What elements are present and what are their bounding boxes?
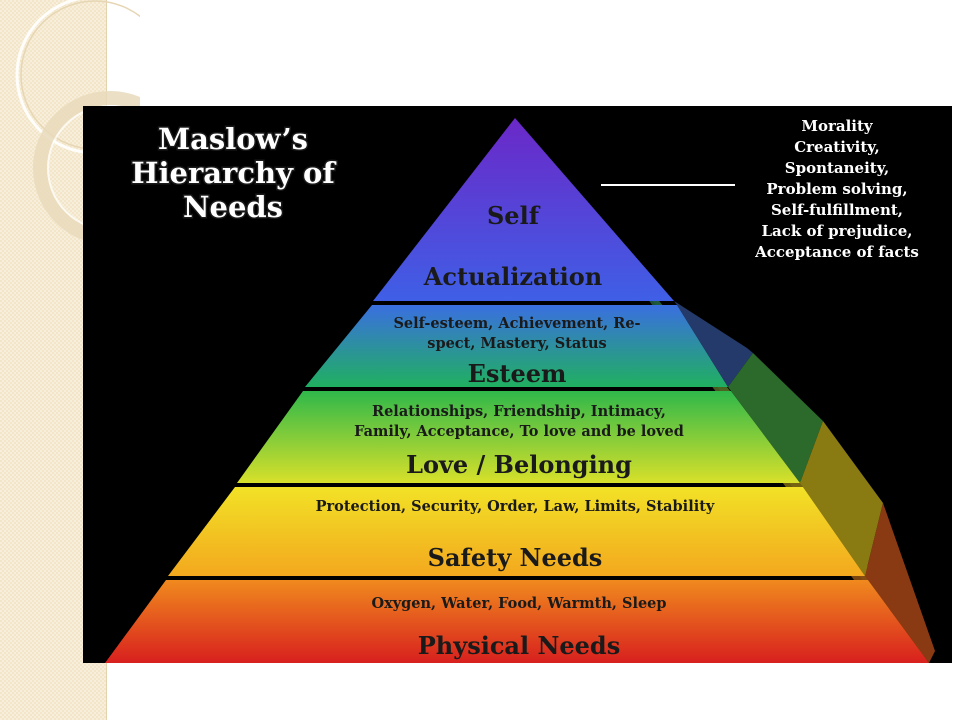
tier-name-physical: Physical Needs: [418, 631, 620, 660]
tier-name-self: Self: [487, 201, 541, 230]
tier-band-esteem: [305, 305, 728, 387]
tier-band-safety: [168, 487, 865, 576]
tier-name-love-belonging: Love / Belonging: [406, 450, 632, 479]
title-line-1: Maslow’s: [158, 122, 308, 156]
side-segment-love: [728, 353, 823, 483]
tier-desc-safety: Protection, Security, Order, Law, Limits…: [316, 498, 715, 515]
title-line-2: Hierarchy of: [131, 156, 337, 190]
attribute-line: Creativity,: [794, 138, 880, 156]
side-segment-safety: [800, 421, 883, 576]
tier-desc-esteem-2: spect, Mastery, Status: [427, 335, 606, 352]
title-line-3: Needs: [183, 190, 283, 224]
tier-name-esteem: Esteem: [468, 359, 567, 388]
attribute-line: Self-fulfillment,: [771, 201, 903, 219]
side-segment-physical: [865, 503, 935, 663]
tier-desc-esteem-1: Self-esteem, Achievement, Re-: [393, 315, 640, 332]
attribute-line: Acceptance of facts: [754, 243, 919, 261]
attribute-line: Morality: [801, 117, 874, 135]
tier-desc-love-2: Family, Acceptance, To love and be loved: [354, 423, 684, 440]
attribute-line: Lack of prejudice,: [761, 222, 912, 240]
side-segment-esteem: [674, 301, 753, 387]
tier-band-love-belonging: [237, 391, 800, 483]
tier-band-self-actualization: [373, 118, 674, 301]
attribute-line: Spontaneity,: [785, 159, 889, 177]
tier-name-safety: Safety Needs: [428, 543, 603, 572]
tier-band-physical: [105, 580, 929, 663]
tier-name-actualization: Actualization: [423, 262, 602, 291]
attribute-line: Problem solving,: [766, 180, 907, 198]
maslow-pyramid-image: Maslow’s Hierarchy of Needs Morality Cre…: [83, 106, 952, 663]
tier-desc-physical: Oxygen, Water, Food, Warmth, Sleep: [371, 595, 666, 612]
tier-desc-love-1: Relationships, Friendship, Intimacy,: [372, 403, 666, 420]
